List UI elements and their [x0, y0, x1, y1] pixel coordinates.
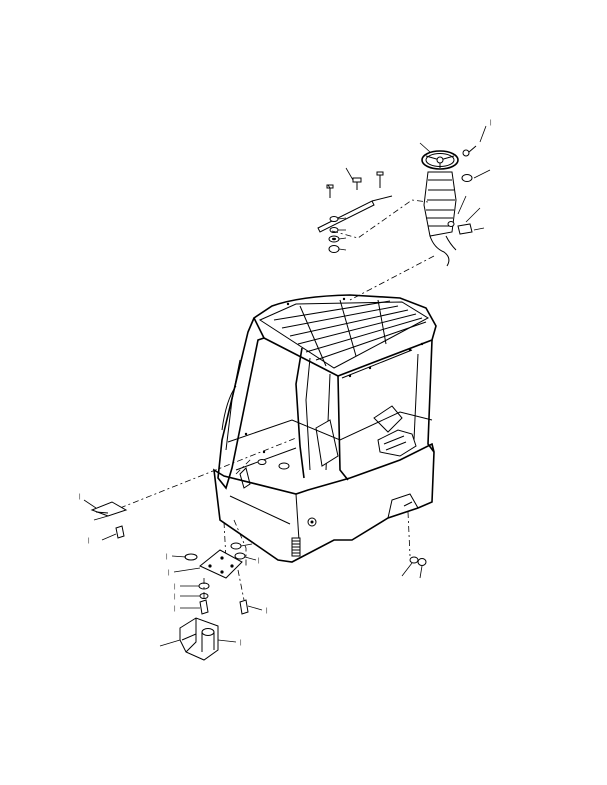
cab-body: [213, 442, 435, 563]
rubber-mount: [179, 617, 219, 661]
steering-callouts: [419, 125, 491, 231]
svg-text:|: |: [79, 494, 81, 500]
steering-column-assembly: [421, 145, 477, 267]
steering-wheel: [421, 150, 459, 170]
svg-text:|: |: [168, 570, 170, 576]
svg-text:|: |: [166, 554, 168, 560]
callout-ticks: | | | | | | | | | | |: [79, 120, 492, 646]
cab-roof: [252, 294, 437, 377]
cab-mount-assembly: [159, 542, 263, 661]
svg-text:|: |: [174, 606, 176, 612]
operator-cab: [213, 294, 437, 563]
svg-text:|: |: [258, 558, 260, 564]
svg-text:|: |: [490, 120, 492, 126]
svg-text:|: |: [174, 584, 176, 590]
svg-text:|: |: [266, 608, 268, 614]
steering-column: [423, 171, 457, 237]
floor-panel-plate: [83, 499, 128, 541]
fastener-stack-top: [317, 167, 393, 253]
svg-text:|: |: [88, 538, 90, 544]
vent-grille: [291, 537, 301, 557]
svg-text:|: |: [240, 640, 242, 646]
rear-mount-nuts: [401, 556, 427, 579]
svg-text:|: |: [174, 594, 176, 600]
